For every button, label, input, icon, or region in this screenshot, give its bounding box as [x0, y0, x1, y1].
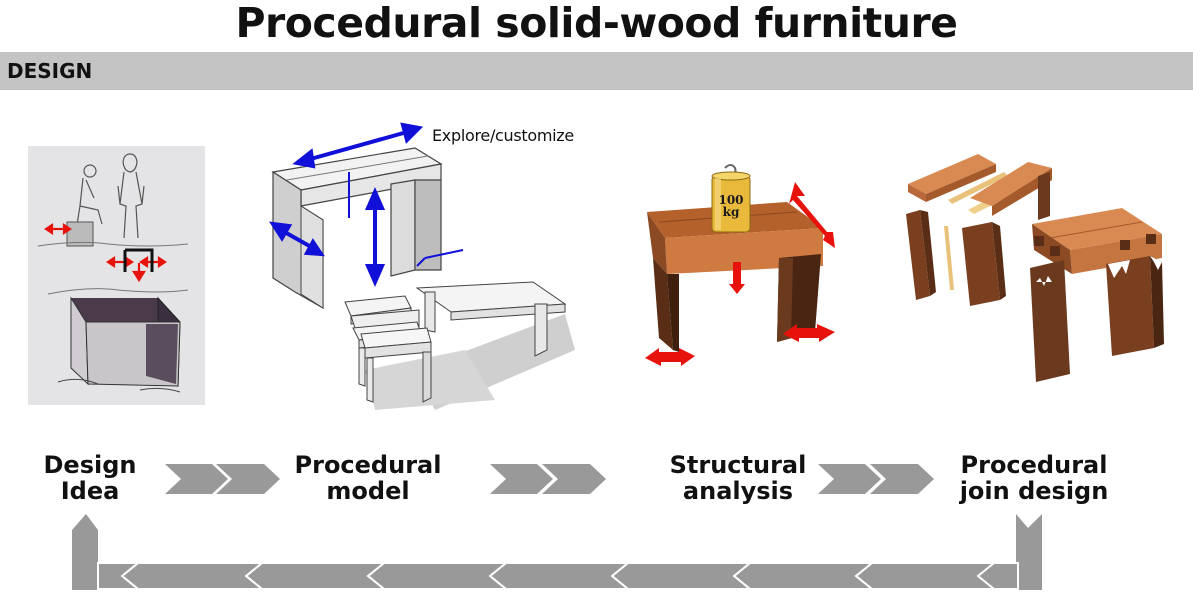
- section-band: DESIGN: [0, 52, 1193, 90]
- stage-design-idea-line1: Design: [43, 451, 137, 479]
- section-label: DESIGN: [7, 59, 93, 83]
- stage-procedural-model: Procedural model: [283, 452, 453, 504]
- explore-customize-label: Explore/customize: [432, 126, 574, 145]
- stage-structural-analysis-line2: analysis: [682, 477, 794, 505]
- page-title: Procedural solid-wood furniture: [235, 0, 958, 47]
- chevron-left-icon: [244, 562, 387, 590]
- stage-design-idea-line2: Idea: [60, 477, 120, 505]
- chevron-left-icon: [120, 562, 265, 590]
- chevron-left-icon: [974, 562, 1019, 590]
- feedback-arrow-up: [72, 514, 116, 590]
- stage-structural-analysis-line1: Structural: [669, 451, 807, 479]
- stage-procedural-join-design-line1: Procedural: [960, 451, 1108, 479]
- stage-design-idea: Design Idea: [30, 452, 150, 504]
- chevron-right-icon: [818, 464, 881, 494]
- join-design-render: [900, 150, 1180, 386]
- chevron-left-icon: [732, 562, 875, 590]
- chevron-left-icon: [366, 562, 509, 590]
- stage-procedural-model-line2: model: [326, 477, 410, 505]
- weight-value-text: 100: [718, 193, 743, 207]
- chevron-left-icon: [97, 562, 141, 590]
- stage-procedural-model-line1: Procedural: [294, 451, 442, 479]
- design-idea-sketch: [28, 146, 205, 405]
- weight-unit-text: kg: [723, 205, 740, 219]
- chevron-right-icon: [165, 464, 228, 494]
- procedural-model-render: [265, 120, 575, 410]
- feedback-arrow-down: [1016, 514, 1042, 590]
- chevron-right-icon: [216, 464, 280, 494]
- chevron-left-icon: [488, 562, 631, 590]
- structural-analysis-render: 100 kg: [637, 162, 847, 372]
- chevron-right-icon: [542, 464, 606, 494]
- chevron-left-icon: [854, 562, 997, 590]
- chevron-right-icon: [870, 464, 934, 494]
- stage-structural-analysis: Structural analysis: [660, 452, 816, 504]
- chevron-left-icon: [610, 562, 753, 590]
- chevron-right-icon: [490, 464, 553, 494]
- stage-procedural-join-design-line2: join design: [959, 477, 1109, 505]
- stage-procedural-join-design: Procedural join design: [948, 452, 1120, 504]
